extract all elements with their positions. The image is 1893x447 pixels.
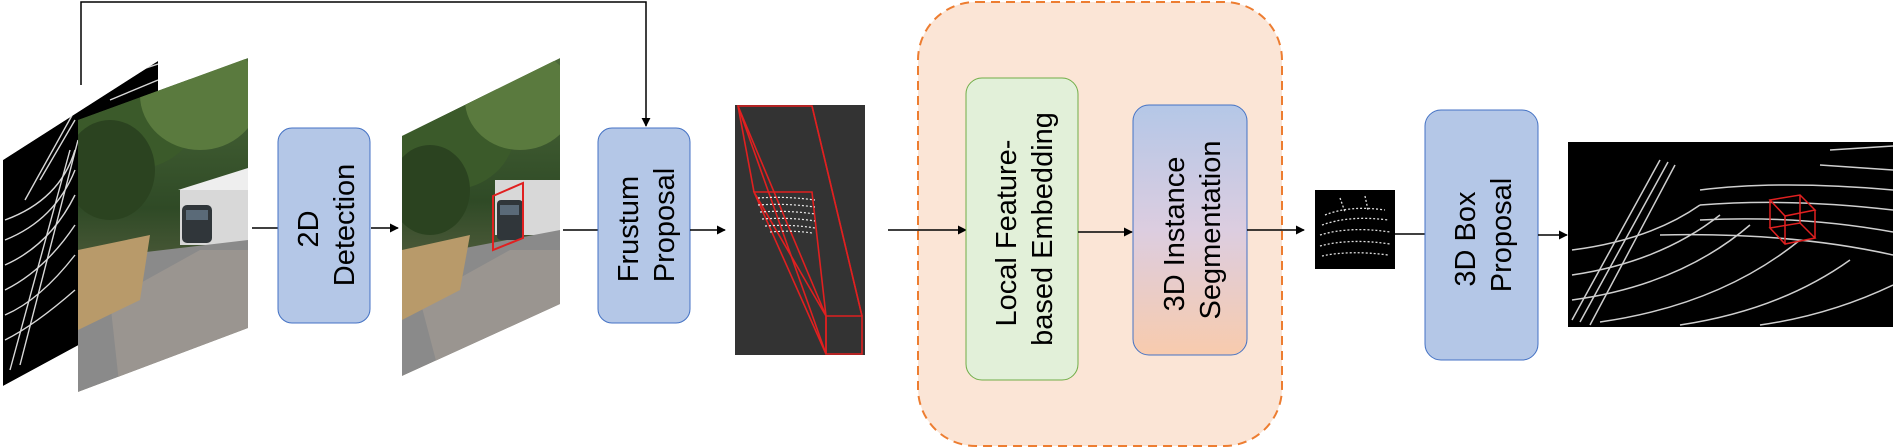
svg-text:3D Instance Segmentation: 3D Instance Segmentation [1159, 141, 1227, 320]
svg-text:3D Box Proposal: 3D Box Proposal [1450, 178, 1518, 292]
instance-seg-label-line2: Segmentation [1195, 141, 1227, 320]
frustum-point-cloud-panel [735, 105, 865, 355]
output-lidar-scene [1568, 142, 1893, 327]
3d-box-proposal-box: 3D Box Proposal [1424, 109, 1539, 361]
local-feature-embedding-box: Local Feature- based Embedding [965, 77, 1079, 381]
svg-text:Frustum Proposal: Frustum Proposal [613, 168, 681, 282]
3d-instance-segmentation-box: 3D Instance Segmentation [1132, 104, 1248, 356]
input-camera-image [78, 58, 248, 392]
2d-detection-label-line2: Detection [329, 164, 361, 287]
2d-bounding-box [492, 181, 524, 252]
box-proposal-label-line2: Proposal [1486, 178, 1518, 292]
local-feature-label-line2: based Embedding [1027, 112, 1059, 346]
frustum-proposal-box: Frustum Proposal [597, 127, 691, 324]
2d-detection-box: 2D Detection [277, 127, 371, 324]
instance-seg-label-line1: 3D Instance [1159, 157, 1191, 312]
frustum-proposal-label-line2: Proposal [649, 168, 681, 282]
box-proposal-label-line1: 3D Box [1450, 191, 1482, 287]
local-feature-label-line1: Local Feature- [991, 140, 1023, 327]
frustum-proposal-label-line1: Frustum [613, 176, 645, 282]
skip-connection-arrow [80, 1, 651, 127]
detected-camera-image [402, 58, 560, 376]
svg-text:2D Detection: 2D Detection [293, 164, 361, 287]
2d-detection-label-line1: 2D [293, 210, 325, 247]
svg-text:Local Feature- based Emb: Local Feature- based Embedding [991, 112, 1059, 346]
segmented-points-image [1315, 190, 1395, 269]
